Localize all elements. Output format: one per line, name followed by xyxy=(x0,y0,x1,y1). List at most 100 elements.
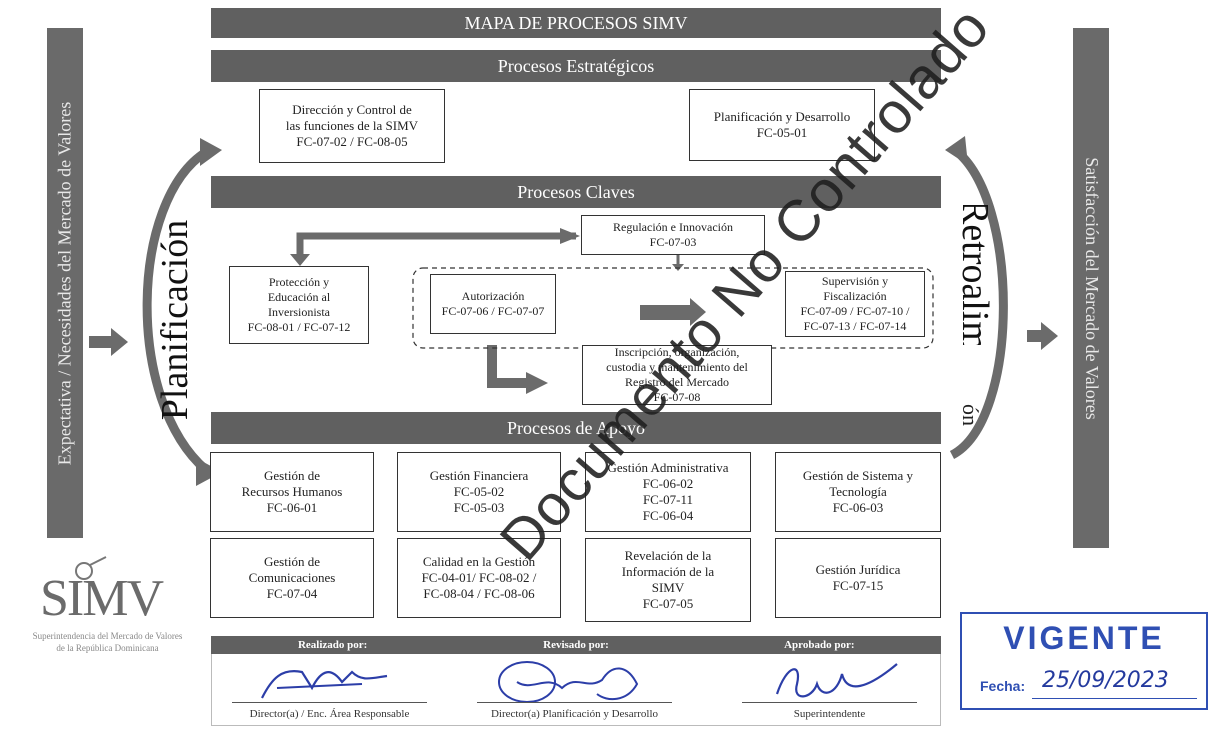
realizado-role: Director(a) / Enc. Área Responsable xyxy=(249,708,410,720)
signature-realizado-image xyxy=(261,670,388,699)
planificacion-arrowhead-top-icon xyxy=(200,138,222,166)
box-line: Planificación y Desarrollo xyxy=(713,108,851,124)
box-line: FC-08-04 / FC-08-06 xyxy=(423,586,535,602)
box-line: Revelación de la xyxy=(624,547,712,563)
box-line: FC-07-03 xyxy=(649,235,697,249)
realizado-label: Realizado por: xyxy=(297,638,368,651)
right-side-bar: Satisfacción del Mercado de Valores xyxy=(1073,28,1109,548)
box-gestion-financiera: Gestión Financiera FC-05-02 FC-05-03 xyxy=(397,452,561,532)
aprobado-label: Aprobado por: xyxy=(784,638,855,651)
vigente-fecha-label: Fecha: xyxy=(980,678,1026,694)
box-gestion-juridica: Gestión Jurídica FC-07-15 xyxy=(775,538,941,618)
box-line: FC-07-15 xyxy=(832,578,884,593)
retroalimentacion-label-bottom: ón xyxy=(958,404,983,426)
simv-logo: SIMV Superintendencia del Mercado de Val… xyxy=(10,555,205,665)
box-line: Gestión de xyxy=(264,553,320,569)
signature-header-bar: Realizado por: Revisado por: Aprobado po… xyxy=(211,636,941,654)
box-line: Calidad en la Gestión xyxy=(422,553,536,569)
vigente-status: VIGENTE xyxy=(1003,620,1165,656)
box-line: FC-06-01 xyxy=(266,500,318,516)
box-comunicaciones: Gestión de Comunicaciones FC-07-04 xyxy=(210,538,374,618)
box-line: FC-07-08 xyxy=(653,390,701,404)
box-line: FC-05-02 xyxy=(453,483,505,499)
box-line: FC-07-04 xyxy=(266,586,318,602)
autorizacion-to-supervision-arrow-icon xyxy=(640,298,706,326)
map-title: MAPA DE PROCESOS SIMV xyxy=(464,13,688,33)
retroalimentacion-bottom-wrap: ón xyxy=(950,390,990,440)
box-line: Protección y xyxy=(268,275,330,289)
vigente-stamp: VIGENTE Fecha: 25/09/2023 xyxy=(960,612,1208,710)
box-line: FC-07-06 / FC-07-07 xyxy=(441,304,545,318)
box-recursos-humanos: Gestión de Recursos Humanos FC-06-01 xyxy=(210,452,374,532)
box-sistema-tecnologia: Gestión de Sistema y Tecnología FC-06-03 xyxy=(775,452,941,532)
regulacion-to-proteccion-arrowhead-icon xyxy=(290,254,310,266)
box-line: FC-07-09 / FC-07-10 / xyxy=(800,304,910,318)
box-line: Fiscalización xyxy=(823,289,887,303)
box-line: Tecnología xyxy=(829,483,887,499)
box-line: Información de la xyxy=(621,563,715,579)
box-line: Inscripción, organización, xyxy=(614,345,740,359)
apoyo-title-bar: Procesos de Apoyo xyxy=(211,412,941,444)
planificacion-label: Planificación xyxy=(154,219,197,421)
map-title-bar: MAPA DE PROCESOS SIMV xyxy=(211,8,941,38)
box-inscripcion: Inscripción, organización, custodia y ma… xyxy=(582,345,772,405)
box-line: FC-07-11 xyxy=(642,492,694,507)
box-regulacion: Regulación e Innovación FC-07-03 xyxy=(581,215,765,255)
vigente-fecha-value: 25/09/2023 xyxy=(1042,668,1169,693)
revisado-label: Revisado por: xyxy=(543,638,609,651)
simv-logo-caption-1: Superintendencia del Mercado de Valores xyxy=(32,631,183,641)
retroalimentacion-top-wrap: Retroalim xyxy=(945,205,1005,345)
box-line: Registro del Mercado xyxy=(625,375,729,389)
box-line: Gestión Administrativa xyxy=(607,459,729,475)
output-arrow-icon xyxy=(1027,322,1058,350)
signature-aprobado-image xyxy=(775,663,898,698)
input-arrow-icon xyxy=(89,328,128,356)
box-proteccion: Protección y Educación al Inversionista … xyxy=(229,266,369,344)
estrategicos-title: Procesos Estratégicos xyxy=(497,56,655,76)
retroalimentacion-label-top: Retroalim xyxy=(954,205,996,345)
box-line: Autorización xyxy=(461,289,525,303)
retroalimentacion-arrowhead-icon xyxy=(945,136,968,165)
to-regulacion-arrowhead-icon xyxy=(560,228,580,244)
box-line: Educación al xyxy=(267,290,331,304)
box-line: Regulación e Innovación xyxy=(613,220,733,234)
box-line: Dirección y Control de xyxy=(292,101,412,117)
autorizacion-to-inscripcion-arrowhead-icon xyxy=(526,372,548,394)
box-supervision: Supervisión y Fiscalización FC-07-09 / F… xyxy=(785,271,925,337)
revisado-role: Director(a) Planificación y Desarrollo xyxy=(490,708,659,720)
box-line: FC-06-03 xyxy=(832,500,884,516)
box-line: Comunicaciones xyxy=(248,569,336,585)
signature-area: Director(a) / Enc. Área Responsable Dire… xyxy=(211,654,941,726)
box-planificacion-desarrollo: Planificación y Desarrollo FC-05-01 xyxy=(689,89,875,161)
revisado-line xyxy=(477,702,672,703)
box-autorizacion: Autorización FC-07-06 / FC-07-07 xyxy=(430,274,556,334)
claves-title: Procesos Claves xyxy=(517,182,635,202)
box-line: FC-07-02 / FC-08-05 xyxy=(296,134,408,150)
box-line: Supervisión y xyxy=(821,274,889,288)
box-line: FC-08-01 / FC-07-12 xyxy=(247,320,351,334)
box-line: Gestión Jurídica xyxy=(815,561,901,577)
claves-title-bar: Procesos Claves xyxy=(211,176,941,208)
box-line: FC-07-13 / FC-07-14 xyxy=(803,319,907,333)
box-line: Inversionista xyxy=(268,305,330,319)
planificacion-arrowhead-bottom-icon xyxy=(196,458,222,486)
box-line: FC-06-02 xyxy=(642,475,694,491)
box-line: FC-05-01 xyxy=(756,125,808,140)
aprobado-line xyxy=(742,702,917,703)
left-side-bar: Expectativa / Necesidades del Mercado de… xyxy=(47,28,83,538)
box-line: custodia y mantenimiento del xyxy=(606,360,748,374)
realizado-line xyxy=(232,702,427,703)
box-line: Gestión Financiera xyxy=(429,467,529,483)
aprobado-role: Superintendente xyxy=(793,708,866,720)
simv-logo-mark: SIMV xyxy=(40,570,164,627)
box-line: Recursos Humanos xyxy=(241,483,343,499)
box-calidad-gestion: Calidad en la Gestión FC-04-01/ FC-08-02… xyxy=(397,538,561,618)
box-line: Gestión de Sistema y xyxy=(802,467,914,483)
box-direccion-control: Dirección y Control de las funciones de … xyxy=(259,89,445,163)
box-revelacion-informacion: Revelación de la Información de la SIMV … xyxy=(585,538,751,622)
box-line: FC-05-03 xyxy=(453,500,505,516)
box-line: FC-07-05 xyxy=(642,596,694,612)
vigente-fecha-line xyxy=(1032,698,1197,699)
box-line: las funciones de la SIMV xyxy=(285,117,419,133)
